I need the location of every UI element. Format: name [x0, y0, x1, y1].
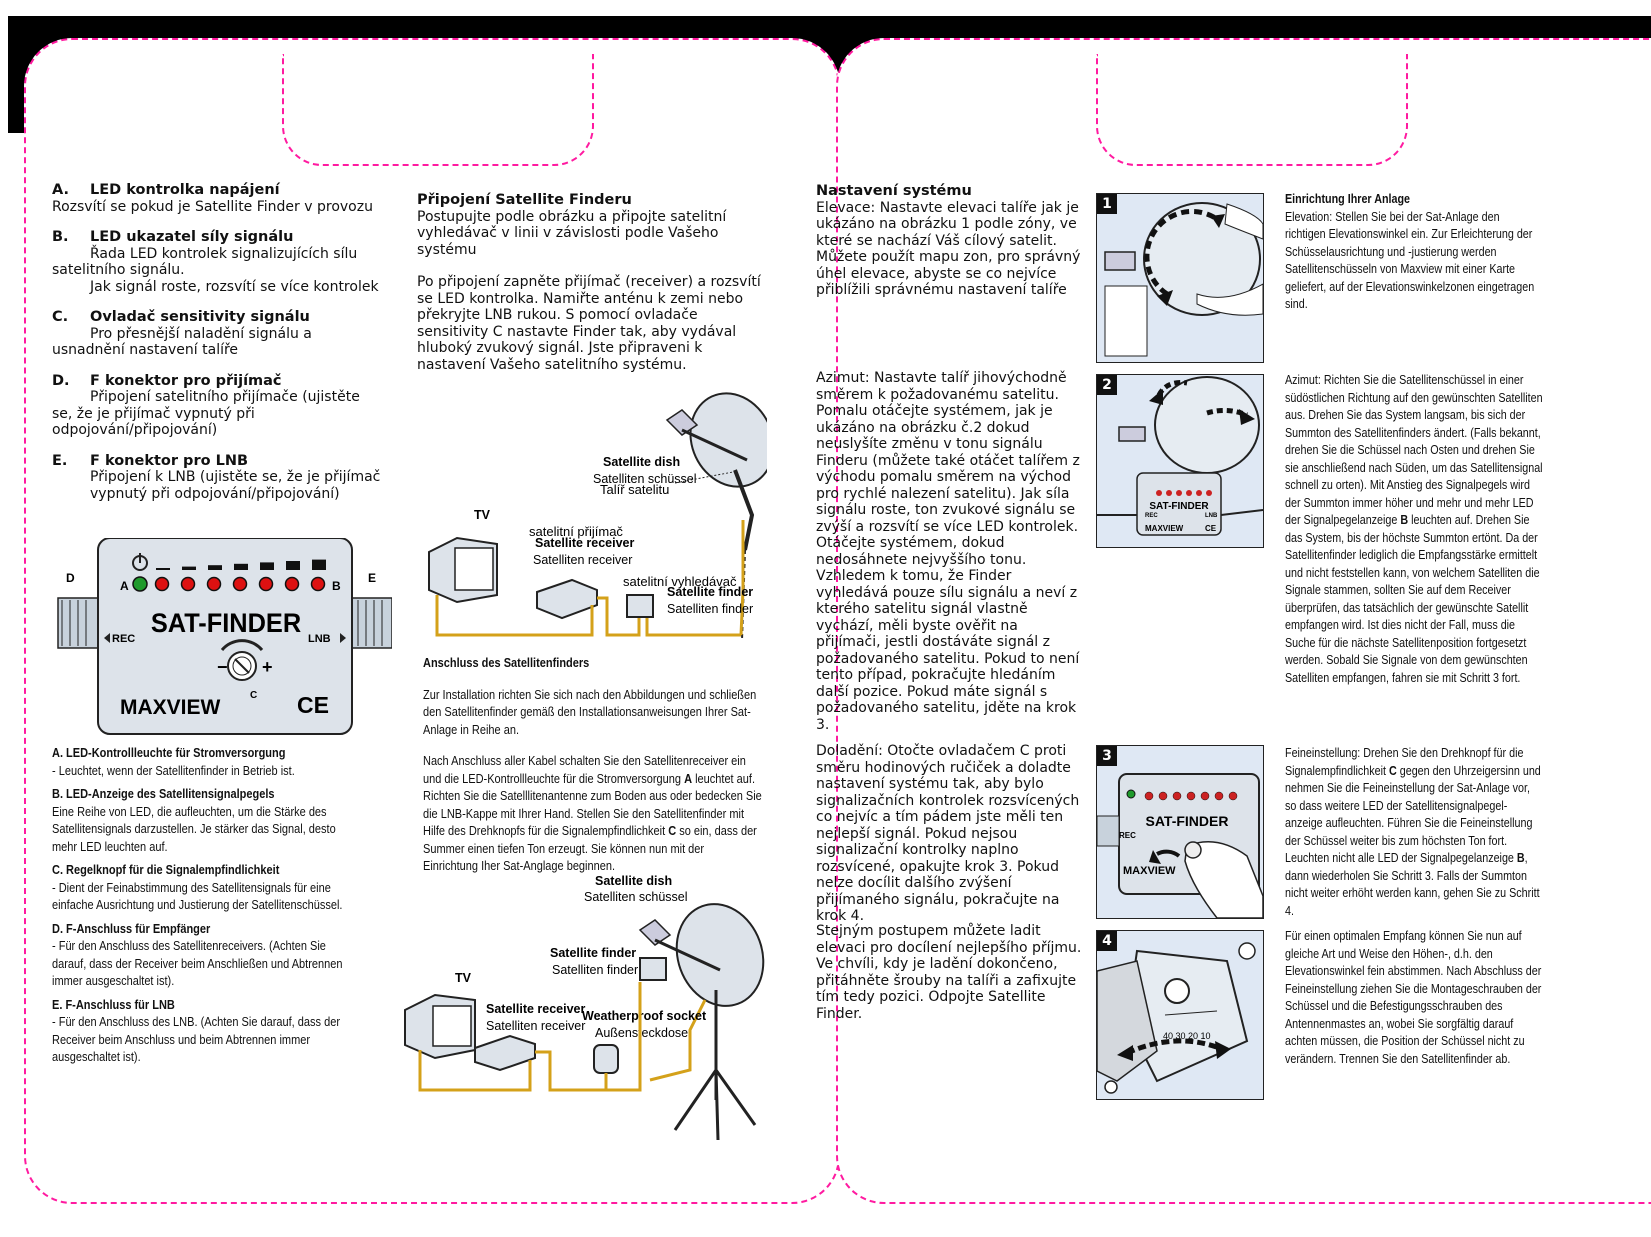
signal-bar: [260, 562, 274, 570]
cz-connection-title: Připojení Satellite Finderu: [417, 192, 632, 208]
svg-text:Satelliten finder: Satelliten finder: [552, 963, 638, 977]
maker-logo: MAXVIEW: [120, 696, 221, 719]
svg-text:TV: TV: [455, 971, 472, 985]
brand-label: SAT-FINDER: [151, 607, 301, 638]
svg-text:Satellite finder: Satellite finder: [550, 946, 636, 960]
left-tab-notch: [282, 54, 594, 166]
de-legend: A. LED-Kontrollleuchte für Stromversorgu…: [52, 745, 351, 1067]
signal-led: [284, 576, 300, 592]
label-b: B: [332, 579, 341, 593]
signal-led: [310, 576, 326, 592]
connection-diagram-2: Satellite dish Satelliten schüssel Satel…: [404, 874, 765, 1141]
cz-item-e: E.F konektor pro LNB Připojení k LNB (uj…: [52, 452, 381, 502]
step-1-figure: 1: [1096, 193, 1264, 363]
svg-text:REC: REC: [1119, 831, 1136, 840]
de-item-d: D. F-Anschluss für Empfänger- Für den An…: [52, 921, 343, 989]
de-step-2-text: Azimut: Richten Sie die Satellitenschüss…: [1285, 373, 1543, 685]
cz-item-d: D.F konektor pro přijímač Připojení sate…: [52, 372, 360, 439]
label-e: E: [368, 571, 376, 585]
label-d: D: [66, 571, 75, 585]
cz-step-1-text: Elevace: Nastavte elevaci talíře jak je …: [816, 199, 1081, 299]
sat-finder-device-illustration: A B SAT-FINDER REC LNB − + C MAXVIEW CE …: [57, 538, 392, 735]
de-setup-section: Einrichtung Ihrer Anlage Elevation: Stel…: [1285, 191, 1539, 314]
lnb-label: LNB: [308, 633, 331, 645]
svg-text:Außensteckdose: Außensteckdose: [595, 1026, 688, 1040]
signal-led: [180, 576, 196, 592]
svg-text:SAT-FINDER: SAT-FINDER: [1146, 813, 1229, 829]
svg-text:Satellite receiver: Satellite receiver: [535, 536, 635, 550]
de-connection-section: Anschluss des Satellitenfinders Zur Inst…: [423, 656, 762, 873]
svg-text:satelitní přijímač: satelitní přijímač: [529, 524, 623, 539]
connection-diagram-1: Satellite dish Satelliten schüssel Talíř…: [428, 392, 767, 641]
signal-led: [258, 576, 274, 592]
svg-text:Satelliten schüssel: Satelliten schüssel: [593, 472, 697, 486]
de-item-b: B. LED-Anzeige des Satellitensignalpegel…: [52, 787, 336, 854]
svg-text:Satelliten receiver: Satelliten receiver: [486, 1019, 585, 1033]
label-a: A: [120, 579, 129, 593]
de-setup-title: Einrichtung Ihrer Anlage: [1285, 192, 1411, 206]
signal-led: [206, 576, 222, 592]
de-item-e: E. F-Anschluss für LNB- Für den Anschlus…: [52, 997, 340, 1065]
svg-text:CE: CE: [1205, 524, 1217, 533]
svg-text:Satellite dish: Satellite dish: [595, 874, 672, 888]
signal-bar: [286, 561, 300, 570]
signal-bar: [156, 568, 170, 570]
de-item-c: C. Regelknopf für die Signalempfindlichk…: [52, 863, 343, 912]
cz-setup-section: Nastavení systému Elevace: Nastavte elev…: [816, 183, 1086, 299]
svg-text:MAXVIEW: MAXVIEW: [1145, 524, 1184, 533]
svg-text:SAT-FINDER: SAT-FINDER: [1149, 501, 1209, 512]
svg-text:Satelliten receiver: Satelliten receiver: [533, 553, 632, 567]
signal-bar: [234, 563, 248, 570]
svg-text:MAXVIEW: MAXVIEW: [1123, 865, 1176, 877]
label-c: C: [250, 690, 257, 701]
cz-item-c: C.Ovladač sensitivity signálu Pro přesně…: [52, 309, 312, 358]
signal-bar: [312, 559, 326, 570]
rec-label: REC: [112, 633, 135, 645]
de-connection-title: Anschluss des Satellitenfinders: [423, 656, 590, 670]
signal-bar: [208, 565, 222, 570]
step-4-figure: 40 30 20 10 4: [1096, 930, 1264, 1100]
cz-step-4-text: Stejným postupem můžete ladit elevaci pr…: [816, 923, 1082, 1022]
svg-text:LNB: LNB: [1205, 513, 1218, 519]
svg-text:Weatherproof socket: Weatherproof socket: [582, 1009, 707, 1023]
svg-text:TV: TV: [474, 508, 491, 522]
svg-text:REC: REC: [1145, 513, 1158, 519]
signal-bar: [182, 566, 196, 570]
cz-legend: A.LED kontrolka napájení Rozsvítí se pok…: [52, 182, 382, 502]
svg-text:+: +: [262, 657, 273, 677]
de-step-1-text: Elevation: Stellen Sie bei der Sat-Anlag…: [1285, 209, 1535, 312]
right-tab-notch: [1096, 54, 1408, 166]
svg-text:Talíř satelitu: Talíř satelitu: [600, 482, 669, 497]
cz-item-a: A.LED kontrolka napájení Rozsvítí se pok…: [52, 182, 373, 215]
svg-text:40 30 20 10: 40 30 20 10: [1163, 1031, 1211, 1041]
svg-text:Satellite receiver: Satellite receiver: [486, 1002, 586, 1016]
svg-text:satelitní vyhledávač: satelitní vyhledávač: [623, 574, 737, 589]
svg-text:Satelliten schüssel: Satelliten schüssel: [584, 890, 688, 904]
power-led: [132, 576, 148, 592]
de-item-a: A. LED-Kontrollleuchte für Stromversorgu…: [52, 746, 295, 778]
signal-led: [232, 576, 248, 592]
step-2-figure: SAT-FINDER REC LNB MAXVIEW CE 2: [1096, 374, 1264, 548]
cz-step-2-text: Azimut: Nastavte talíř jihovýchodně směr…: [816, 370, 1080, 733]
de-step-3-text: Feineinstellung: Drehen Sie den Drehknop…: [1285, 746, 1541, 918]
cz-step-3-text: Doladění: Otočte ovladačem C proti směru…: [816, 743, 1080, 924]
svg-text:Satellite finder: Satellite finder: [667, 585, 753, 599]
svg-text:−: −: [217, 657, 228, 677]
cz-item-b: B.LED ukazatel síly signálu Řada LED kon…: [52, 229, 379, 295]
step-3-figure: SAT-FINDER REC MAXVIEW 3: [1096, 745, 1264, 919]
ce-mark: CE: [297, 692, 329, 718]
svg-text:Satelliten finder: Satelliten finder: [667, 602, 753, 616]
signal-led: [154, 576, 170, 592]
cz-connection-section: Připojení Satellite Finderu Postupujte p…: [417, 192, 761, 373]
cz-setup-title: Nastavení systému: [816, 183, 972, 199]
de-step-4-text: Für einen optimalen Empfang können Sie n…: [1285, 929, 1542, 1066]
svg-text:Satellite dish: Satellite dish: [603, 455, 680, 469]
